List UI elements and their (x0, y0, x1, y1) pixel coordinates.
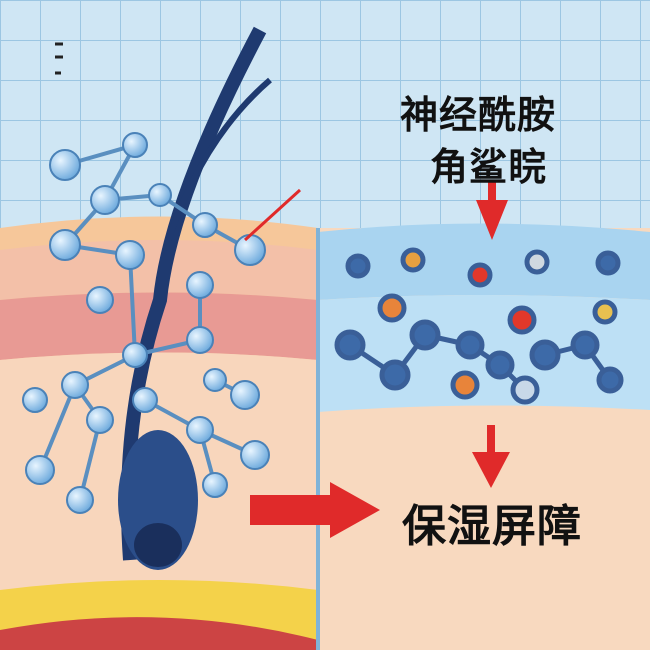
skin-right (316, 223, 650, 650)
grid-marks (55, 42, 63, 75)
hair-follicle (118, 26, 272, 570)
right-arrow-icon (250, 482, 380, 538)
arrow-icons (243, 182, 510, 538)
ceramide-label: 神经酰胺 (400, 93, 557, 137)
ceramide-atoms (22, 132, 270, 514)
squalane-molecules (334, 247, 624, 405)
squalane-label: 角鲨睆 (430, 145, 548, 189)
moisture-barrier-label: 保湿屏障 (402, 501, 582, 552)
